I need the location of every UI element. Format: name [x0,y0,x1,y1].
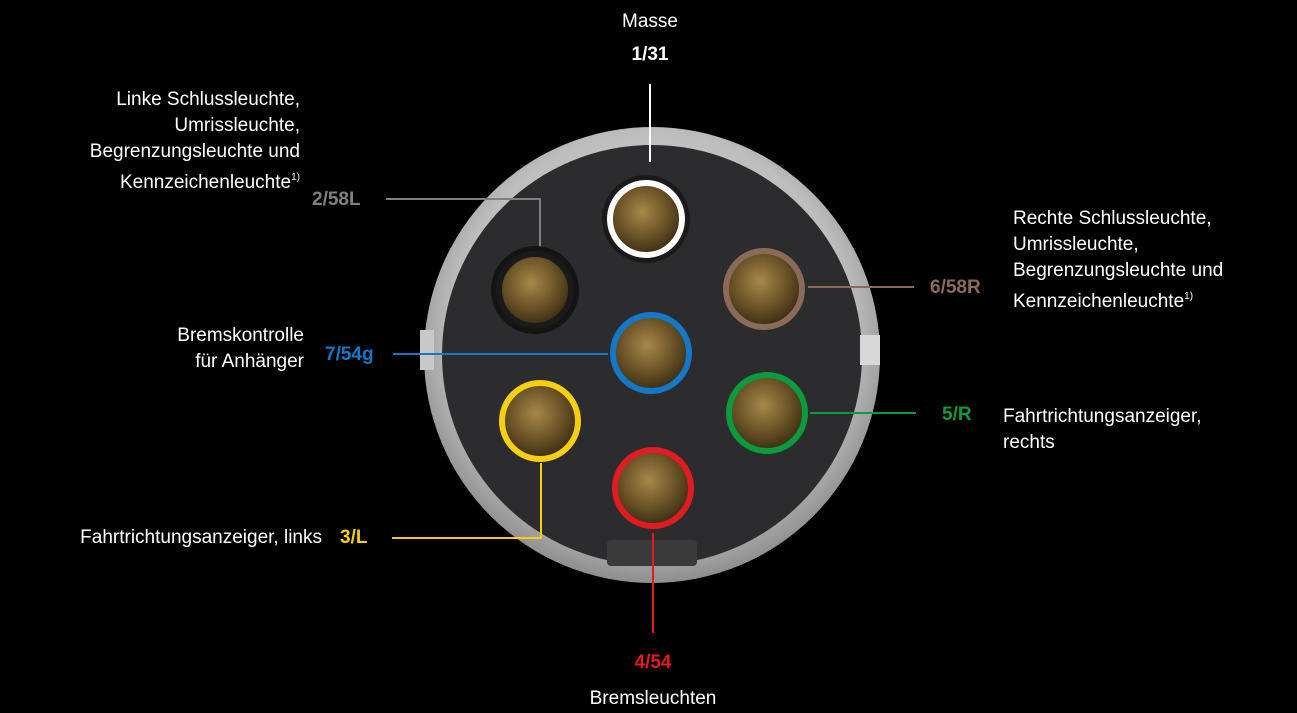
p7-desc: Bremskontrolle für Anhänger [177,325,304,372]
p3-line [392,463,542,539]
p4-code: 4/54 [634,652,672,673]
p4-desc: Bremsleuchten [589,688,717,709]
p6-desc: Rechte Schlussleuchte, Umrissleuchte, Be… [1013,208,1224,312]
p6-code: 6/58R [930,277,981,298]
shell-notch-left [420,330,434,370]
p5-code: 5/R [942,404,972,425]
pin-1 [602,175,690,263]
p1-code: 1/31 [631,44,669,65]
p7-code: 7/54g [325,344,374,365]
pin-7 [610,312,692,394]
p2-line [386,198,541,256]
shell-notch-right [860,335,880,365]
pin-4 [612,447,694,529]
pin-6 [723,248,805,330]
p1-desc: Masse [622,11,678,32]
p3-desc: Fahrtrichtungsanzeiger, links [80,527,322,548]
pin-5 [726,372,808,454]
p2-desc: Linke Schlussleuchte, Umrissleuchte, Beg… [89,89,300,193]
pin-2 [491,246,579,334]
p2-code: 2/58L [312,189,361,210]
p5-desc: Fahrtrichtungsanzeiger, rechts [1003,406,1202,453]
pin-3 [499,380,581,462]
p3-code: 3/L [340,527,368,548]
